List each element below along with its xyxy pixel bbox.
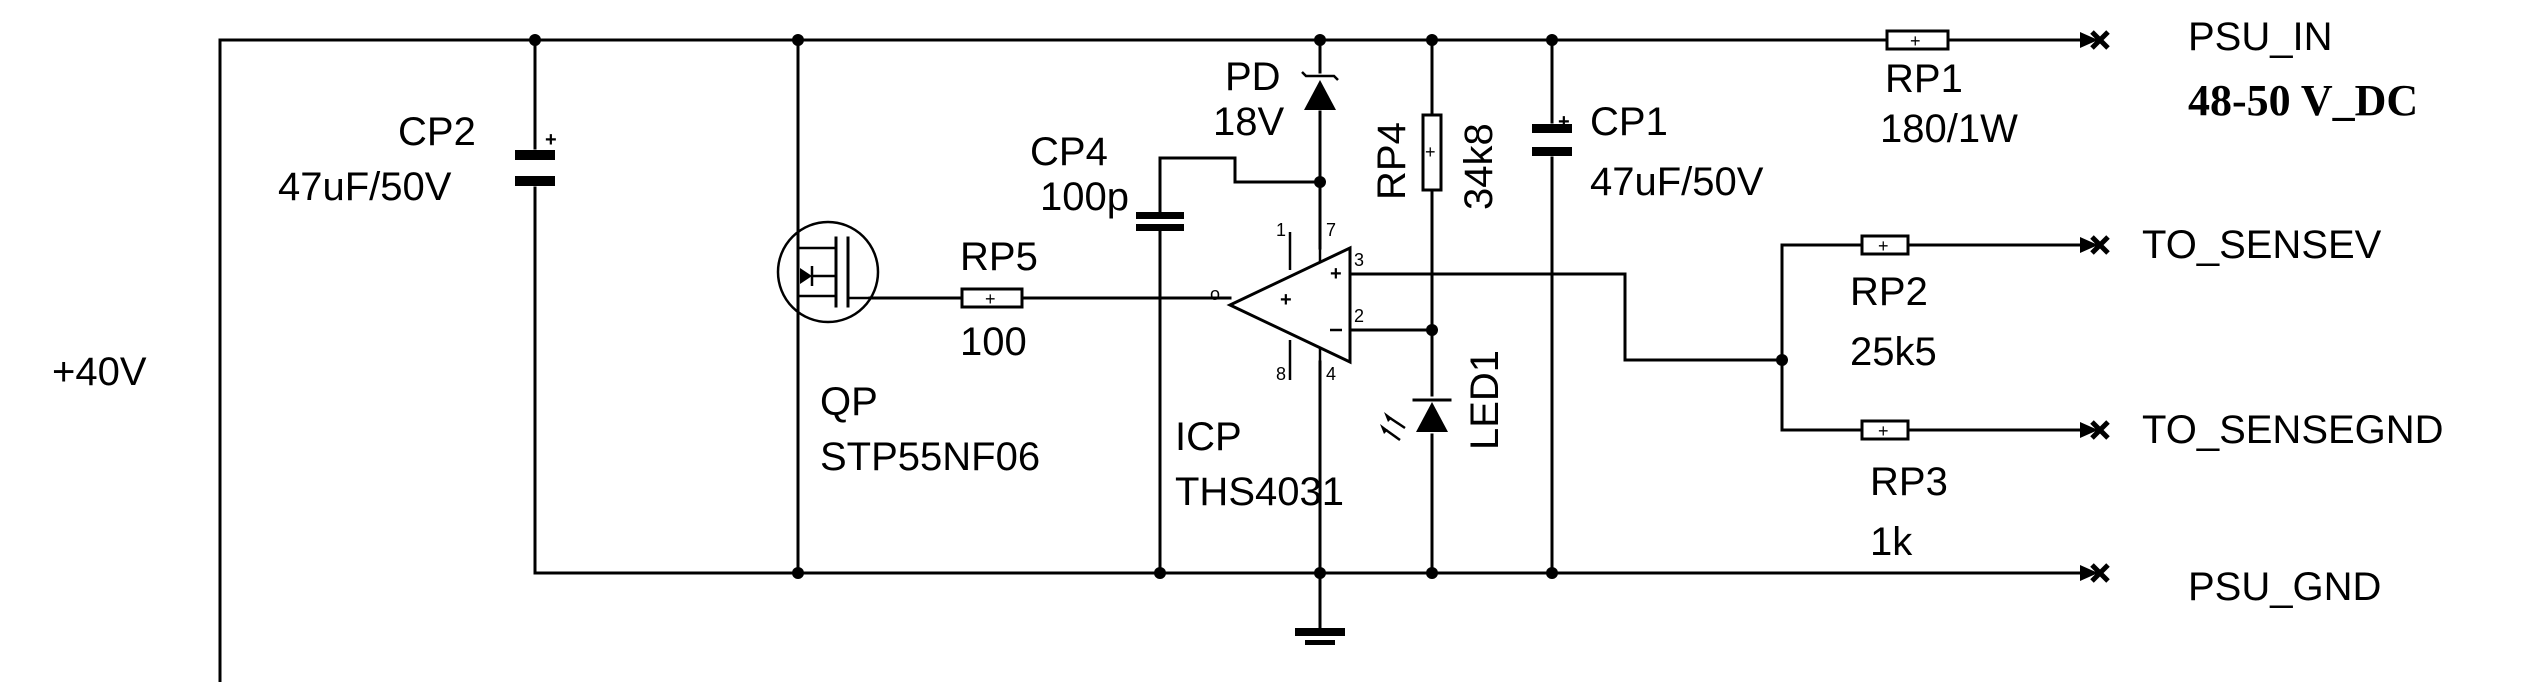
zener-diode-pd bbox=[1301, 71, 1339, 110]
opamp-icp: + + 1 7 3 2 8 4 o bbox=[1210, 220, 1364, 390]
rp4-value: 34k8 bbox=[1457, 123, 1501, 210]
cp1-value: 47uF/50V bbox=[1590, 160, 1764, 204]
labels: +40V CP2 47uF/50V QP STP55NF06 RP5 100 C… bbox=[52, 15, 2444, 609]
resistor-rp1: + bbox=[1885, 29, 1950, 51]
led1-ref: LED1 bbox=[1463, 350, 1507, 450]
port-psu-gnd: PSU_GND bbox=[2188, 565, 2381, 609]
capacitor-cp2: + bbox=[515, 129, 557, 186]
rp1-ref: RP1 bbox=[1885, 57, 1963, 101]
cp2-value: 47uF/50V bbox=[278, 165, 452, 209]
qp-value: STP55NF06 bbox=[820, 435, 1040, 479]
svg-text:+: + bbox=[985, 289, 996, 309]
x-mark-psu-in bbox=[2090, 30, 2110, 50]
pin-7: 7 bbox=[1326, 220, 1336, 240]
svg-text:+: + bbox=[1425, 142, 1436, 162]
svg-text:+: + bbox=[1280, 289, 1292, 311]
svg-text:+: + bbox=[1878, 421, 1889, 441]
wires bbox=[218, 38, 2097, 682]
resistor-rp5: + bbox=[960, 287, 1024, 309]
pd-ref: PD bbox=[1225, 55, 1281, 99]
resistor-rp2: + bbox=[1860, 234, 1910, 256]
rp4-ref: RP4 bbox=[1370, 122, 1414, 200]
pin-1: 1 bbox=[1276, 220, 1286, 240]
led-led1 bbox=[1380, 398, 1452, 442]
rp2-ref: RP2 bbox=[1850, 270, 1928, 314]
icp-ref: ICP bbox=[1175, 415, 1242, 459]
cp1-ref: CP1 bbox=[1590, 100, 1668, 144]
rp3-value: 1k bbox=[1870, 520, 1913, 564]
cp4-ref: CP4 bbox=[1030, 130, 1108, 174]
x-mark-psu-gnd bbox=[2090, 563, 2110, 583]
capacitor-cp4 bbox=[1136, 212, 1184, 231]
port-to-sensev: TO_SENSEV bbox=[2142, 223, 2382, 267]
port-psu-in: PSU_IN bbox=[2188, 15, 2333, 59]
x-mark-sensegnd bbox=[2090, 420, 2110, 440]
cp4-value: 100p bbox=[1040, 175, 1129, 219]
qp-ref: QP bbox=[820, 380, 878, 424]
icp-value: THS4031 bbox=[1175, 470, 1344, 514]
ground-symbol bbox=[1295, 628, 1345, 645]
cp2-ref: CP2 bbox=[398, 110, 476, 154]
svg-text:+: + bbox=[1910, 31, 1921, 51]
mosfet-qp bbox=[776, 220, 880, 324]
capacitor-cp1: + bbox=[1532, 111, 1572, 156]
port-psu-in-note: 48-50 V_DC bbox=[2188, 76, 2418, 125]
port-to-sensegnd: TO_SENSEGND bbox=[2142, 408, 2444, 452]
rp5-ref: RP5 bbox=[960, 235, 1038, 279]
resistor-rp4: + bbox=[1421, 113, 1443, 192]
pin-3: 3 bbox=[1354, 250, 1364, 270]
pin-8: 8 bbox=[1276, 364, 1286, 384]
pin-out: o bbox=[1210, 284, 1220, 304]
rp3-ref: RP3 bbox=[1870, 460, 1948, 504]
rp2-value: 25k5 bbox=[1850, 330, 1937, 374]
pin-4: 4 bbox=[1326, 364, 1336, 384]
x-mark-sensev bbox=[2090, 235, 2110, 255]
svg-text:+: + bbox=[545, 129, 557, 151]
rp1-value: 180/1W bbox=[1880, 107, 2018, 151]
junction-dots bbox=[529, 34, 1788, 579]
rp5-value: 100 bbox=[960, 320, 1027, 364]
svg-text:+: + bbox=[1878, 236, 1889, 256]
pd-value: 18V bbox=[1213, 100, 1284, 144]
port-markers bbox=[2080, 30, 2110, 583]
resistor-rp3: + bbox=[1860, 419, 1910, 441]
supply-label: +40V bbox=[52, 350, 147, 394]
svg-text:+: + bbox=[1330, 263, 1342, 285]
svg-text:+: + bbox=[1558, 111, 1570, 133]
pin-2: 2 bbox=[1354, 306, 1364, 326]
